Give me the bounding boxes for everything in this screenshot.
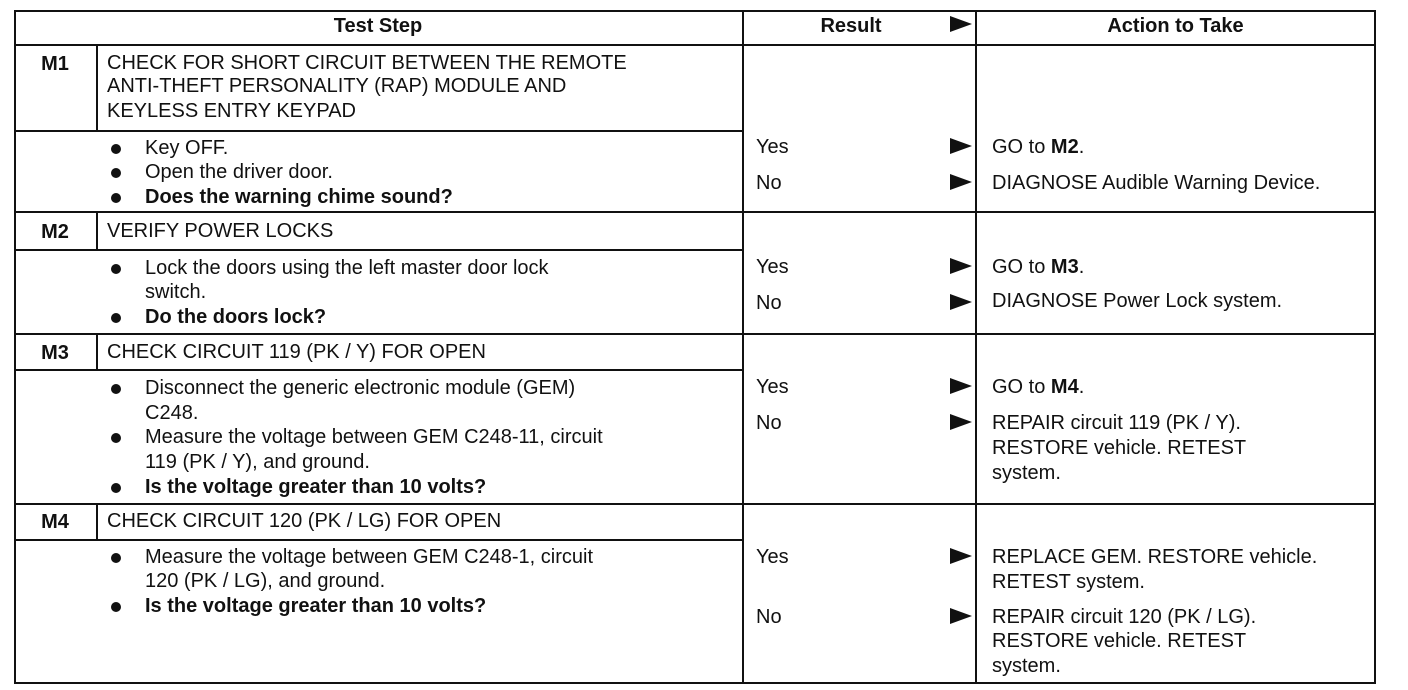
bullet-icon [111, 433, 121, 443]
bullet-icon [111, 193, 121, 203]
bullet-icon [111, 144, 121, 154]
table-border-left [14, 10, 16, 684]
header-result: Result [820, 15, 882, 37]
row-divider-m2 [14, 211, 1376, 213]
id-divider-m3 [96, 333, 98, 369]
row-divider-m4 [14, 503, 1376, 505]
result-arrow-icon [950, 258, 972, 274]
bullet-icon [111, 483, 121, 493]
bullet-icon [111, 168, 121, 178]
step-instruction-m2: Lock the doors using the left master doo… [145, 257, 549, 279]
action-no-m3: system. [992, 462, 1061, 484]
step-instruction-m3: Measure the voltage between GEM C248-11,… [145, 426, 603, 448]
bullet-icon [111, 553, 121, 563]
action-no-m1: DIAGNOSE Audible Warning Device. [992, 172, 1321, 194]
result-arrow-icon [950, 608, 972, 624]
header-test-step: Test Step [333, 15, 423, 37]
step-instruction-m4: Measure the voltage between GEM C248-1, … [145, 546, 593, 568]
step-id-m3: M3 [41, 342, 69, 364]
step-question-m4: Is the voltage greater than 10 volts? [145, 595, 487, 617]
action-no-m3: REPAIR circuit 119 (PK / Y). [992, 412, 1241, 434]
id-divider-m2 [96, 211, 98, 249]
action-no-m4: system. [992, 655, 1061, 677]
step-title-m1: KEYLESS ENTRY KEYPAD [107, 100, 356, 122]
result-yes-m2: Yes [756, 256, 789, 278]
result-no-m2: No [756, 292, 782, 314]
bullet-icon [111, 264, 121, 274]
action-yes-m2: GO to M3. [992, 256, 1085, 278]
table-border-right [1374, 10, 1376, 684]
title-divider-m4 [14, 539, 744, 541]
action-yes-m4: RETEST system. [992, 571, 1145, 593]
title-divider-m1 [14, 130, 744, 132]
result-arrow-icon [950, 294, 972, 310]
step-instruction-m2: switch. [145, 281, 207, 303]
result-arrow-icon [950, 548, 972, 564]
result-yes-m3: Yes [756, 376, 789, 398]
result-no-m4: No [756, 606, 782, 628]
action-no-m4: REPAIR circuit 120 (PK / LG). [992, 606, 1257, 628]
step-title-m1: CHECK FOR SHORT CIRCUIT BETWEEN THE REMO… [107, 52, 627, 74]
action-no-m2: DIAGNOSE Power Lock system. [992, 290, 1283, 312]
result-arrow-icon [950, 174, 972, 190]
bullet-icon [111, 602, 121, 612]
action-yes-m1: GO to M2. [992, 136, 1085, 158]
step-instruction-m1: Open the driver door. [145, 161, 333, 183]
bullet-icon [111, 384, 121, 394]
step-id-m2: M2 [41, 221, 69, 243]
step-instruction-m1: Key OFF. [145, 137, 229, 159]
result-arrow-icon [950, 138, 972, 154]
title-divider-m3 [14, 369, 744, 371]
step-title-m3: CHECK CIRCUIT 119 (PK / Y) FOR OPEN [107, 341, 486, 363]
step-question-m1: Does the warning chime sound? [145, 186, 453, 208]
table-border-top [14, 10, 1376, 12]
result-no-m3: No [756, 412, 782, 434]
header-divider [14, 44, 1376, 46]
header-arrow-icon [950, 16, 972, 32]
step-title-m1: ANTI-THEFT PERSONALITY (RAP) MODULE AND [107, 75, 567, 97]
step-instruction-m4: 120 (PK / LG), and ground. [145, 570, 386, 592]
result-no-m1: No [756, 172, 782, 194]
step-instruction-m3: 119 (PK / Y), and ground. [145, 451, 370, 473]
id-divider-m4 [96, 503, 98, 539]
result-arrow-icon [950, 378, 972, 394]
action-no-m4: RESTORE vehicle. RETEST [992, 630, 1247, 652]
step-question-m2: Do the doors lock? [145, 306, 327, 328]
bullet-icon [111, 313, 121, 323]
column-divider-action [975, 10, 977, 684]
action-yes-m4: REPLACE GEM. RESTORE vehicle. [992, 546, 1318, 568]
step-instruction-m3: Disconnect the generic electronic module… [145, 377, 576, 399]
result-arrow-icon [950, 414, 972, 430]
action-no-m3: RESTORE vehicle. RETEST [992, 437, 1247, 459]
id-divider-m1 [96, 44, 98, 130]
row-divider-m3 [14, 333, 1376, 335]
step-id-m1: M1 [41, 53, 69, 75]
column-divider-result [742, 10, 744, 684]
result-yes-m4: Yes [756, 546, 789, 568]
step-instruction-m3: C248. [145, 402, 199, 424]
title-divider-m2 [14, 249, 744, 251]
step-title-m2: VERIFY POWER LOCKS [107, 220, 334, 242]
step-question-m3: Is the voltage greater than 10 volts? [145, 476, 487, 498]
step-id-m4: M4 [41, 511, 69, 533]
action-yes-m3: GO to M4. [992, 376, 1085, 398]
result-yes-m1: Yes [756, 136, 789, 158]
header-action: Action to Take [1107, 15, 1244, 37]
table-border-bottom [14, 682, 1376, 684]
step-title-m4: CHECK CIRCUIT 120 (PK / LG) FOR OPEN [107, 510, 502, 532]
